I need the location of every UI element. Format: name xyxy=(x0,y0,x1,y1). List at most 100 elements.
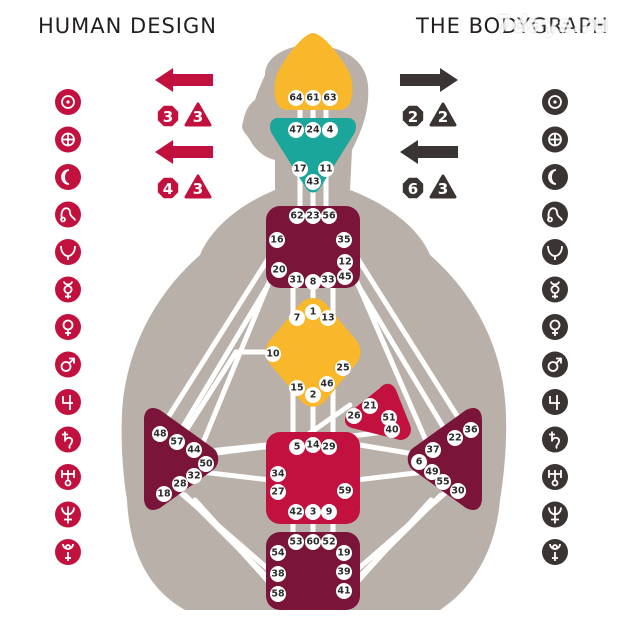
gate-number: 8 xyxy=(310,277,317,288)
gate-circle xyxy=(411,454,427,470)
pluto-icon xyxy=(55,539,81,565)
planet-badge xyxy=(542,389,568,415)
gate-circle xyxy=(337,254,353,270)
south-node-icon xyxy=(542,239,568,265)
gate-number: 50 xyxy=(199,459,213,470)
title-bodygraph: THE BODYGRAPH xyxy=(416,14,609,38)
venus-icon xyxy=(55,314,81,340)
gate-circle xyxy=(447,430,463,446)
channel-line xyxy=(157,237,283,433)
gate: 42 xyxy=(288,504,304,520)
gate: 37 xyxy=(425,442,441,458)
gate-number: 6 xyxy=(416,457,423,468)
octagon-badge xyxy=(157,105,179,127)
gate-circle xyxy=(321,534,337,550)
gate: 34 xyxy=(270,466,286,482)
gate-circle xyxy=(305,387,321,403)
gate: 62 xyxy=(289,208,305,224)
gate-circle xyxy=(270,586,286,602)
gate-number: 31 xyxy=(289,275,302,286)
gate: 12 xyxy=(337,254,353,270)
gate-number: 12 xyxy=(338,257,351,268)
gate: 27 xyxy=(270,484,286,500)
planet-badge xyxy=(542,426,568,453)
gate: 44 xyxy=(186,442,202,458)
gate-number: 36 xyxy=(464,425,478,436)
planet-badge xyxy=(55,201,81,228)
gate-circle xyxy=(270,566,286,582)
gate-number: 53 xyxy=(289,537,302,548)
triangle-badge xyxy=(429,102,457,127)
planet-badge xyxy=(542,164,568,190)
gate-number: 25 xyxy=(336,363,349,374)
gate-number: 20 xyxy=(272,265,286,276)
gate-number: 54 xyxy=(271,548,285,559)
gate-number: 24 xyxy=(306,125,320,136)
gate: 39 xyxy=(336,564,352,580)
mars-icon xyxy=(55,351,81,378)
gate-circle xyxy=(289,208,305,224)
neptune-icon xyxy=(542,501,568,528)
gate: 1 xyxy=(305,304,321,320)
gate-circle xyxy=(288,122,304,138)
sun-icon xyxy=(55,89,81,115)
planet-badge xyxy=(55,276,81,303)
activation-number: 4 xyxy=(163,180,173,198)
gate-number: 43 xyxy=(306,177,319,188)
gate: 55 xyxy=(435,474,451,490)
triangle-badge xyxy=(184,174,212,199)
mars-icon xyxy=(542,351,568,378)
gate: 25 xyxy=(335,360,351,376)
gate-number: 55 xyxy=(436,477,449,488)
gate: 50 xyxy=(198,456,214,472)
gate-circle xyxy=(270,545,286,561)
throat-center xyxy=(266,206,360,288)
gate-circle xyxy=(424,464,440,480)
gate-number: 22 xyxy=(448,433,461,444)
earth-icon xyxy=(542,126,568,153)
gate: 16 xyxy=(269,232,285,248)
octagon-badge xyxy=(402,105,424,127)
gate-number: 42 xyxy=(289,507,302,518)
gate-circle xyxy=(288,534,304,550)
planet-badge xyxy=(55,164,81,190)
gate-circle xyxy=(292,161,308,177)
gate-circle xyxy=(450,483,466,499)
gate-number: 51 xyxy=(382,413,395,424)
activation-number: 3 xyxy=(438,180,448,198)
gate-number: 4 xyxy=(327,125,334,136)
ajna-center xyxy=(270,118,356,193)
gate: 31 xyxy=(288,272,304,288)
gate-number: 39 xyxy=(337,567,350,578)
gate-number: 48 xyxy=(153,429,167,440)
gate-number: 37 xyxy=(426,445,439,456)
gate: 57 xyxy=(169,434,185,450)
gate: 59 xyxy=(337,483,353,499)
gate-circle xyxy=(336,545,352,561)
gate-circle xyxy=(337,483,353,499)
planet-badge xyxy=(542,314,568,340)
gate: 14 xyxy=(305,437,321,453)
gate-circle xyxy=(288,504,304,520)
gate-number: 63 xyxy=(323,93,336,104)
jupiter-icon xyxy=(542,389,568,415)
gate-circle xyxy=(305,304,321,320)
gate-circle xyxy=(322,90,338,106)
gate: 20 xyxy=(271,262,287,278)
gate-number: 18 xyxy=(157,489,171,500)
gate-number: 38 xyxy=(271,569,285,580)
gate: 11 xyxy=(318,161,334,177)
gate-number: 29 xyxy=(322,442,335,453)
mercury-icon xyxy=(55,276,81,303)
gate-circle xyxy=(335,360,351,376)
gate: 5 xyxy=(289,439,305,455)
gate-circle xyxy=(305,90,321,106)
gate-number: 46 xyxy=(320,379,334,390)
gate-circle xyxy=(288,272,304,288)
arrow-left-icon xyxy=(155,68,213,92)
planet-badge xyxy=(55,314,81,340)
